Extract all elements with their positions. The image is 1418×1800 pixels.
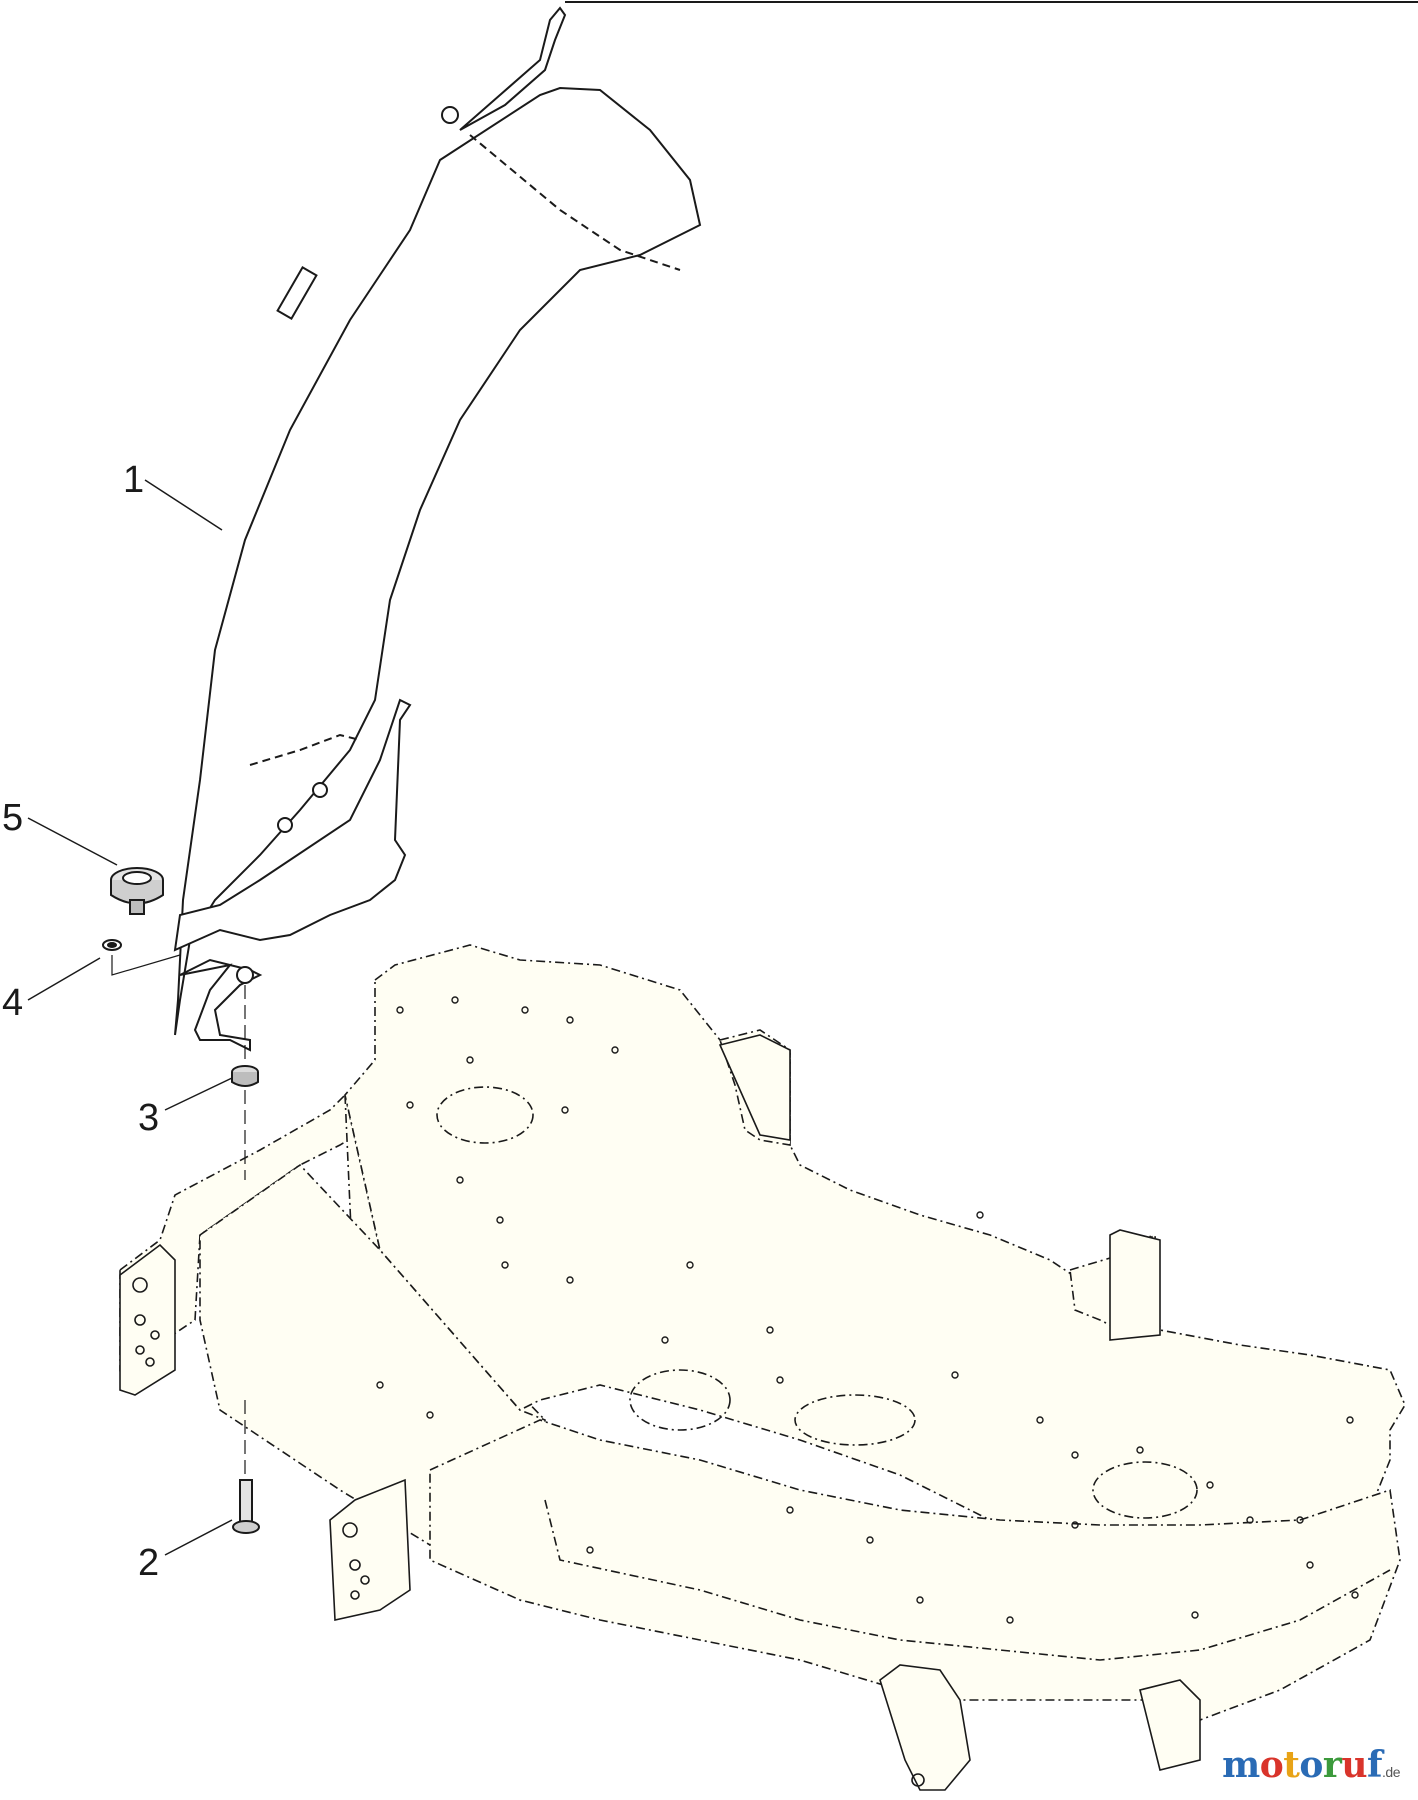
callout-label-5: 5 — [2, 797, 23, 839]
wm-tld: .de — [1382, 1764, 1400, 1780]
front-hinge-plate — [879, 1664, 971, 1791]
wm-letter-0: m — [1222, 1744, 1260, 1786]
callout-label-1: 1 — [123, 459, 144, 501]
chute-bracket-bolt-2 — [312, 782, 328, 798]
chute-mount-bracket — [173, 698, 412, 952]
wm-letter-3: o — [1299, 1744, 1323, 1786]
idler-plate — [794, 1394, 916, 1446]
discharge-chute — [173, 6, 702, 1052]
wm-letter-5: u — [1341, 1744, 1368, 1786]
chute-bracket-bolt-1 — [277, 817, 293, 833]
washer — [102, 939, 122, 951]
mower-deck — [119, 944, 1406, 1721]
deck-top-plate — [344, 944, 1406, 1591]
wm-letter-1: o — [1259, 1744, 1284, 1786]
chute-throat-line — [469, 134, 681, 271]
callout-3: 3 — [138, 1077, 233, 1139]
spindle-opening-right — [1092, 1461, 1198, 1519]
knob — [110, 867, 164, 915]
chute-bolt-top — [441, 106, 459, 124]
chute-decal — [276, 265, 318, 321]
center-mount-plate — [329, 1478, 411, 1621]
deck-front-skirt — [429, 1419, 1401, 1721]
callout-label-2: 2 — [138, 1542, 159, 1584]
chute-body — [174, 86, 702, 1036]
chute-side-curve — [249, 733, 361, 766]
wm-letter-2: t — [1283, 1744, 1300, 1786]
flange-nut — [231, 1065, 259, 1087]
chute-top-tab — [459, 6, 567, 131]
rear-bracket — [718, 1034, 1161, 1341]
callout-2: 2 — [138, 1519, 233, 1584]
deck-front-lip — [544, 1499, 1391, 1661]
callout-5: 5 — [2, 797, 118, 866]
chute-pivot-hole — [236, 966, 254, 984]
deck-left-frame — [119, 1094, 392, 1372]
deck-rivets — [376, 996, 1359, 1624]
deck-side-plates — [119, 1243, 1201, 1791]
bolt — [232, 1479, 260, 1534]
callout-label-4: 4 — [2, 982, 23, 1024]
spindle-opening-left — [436, 1086, 534, 1144]
deck-features — [436, 1086, 1198, 1519]
wm-letter-6: f — [1367, 1744, 1383, 1786]
front-hinge-plate-2 — [1139, 1679, 1201, 1771]
spindle-opening-center — [629, 1369, 731, 1431]
callout-label-3: 3 — [138, 1097, 159, 1139]
watermark-logo: motoruf.de — [1222, 1744, 1400, 1786]
callout-4: 4 — [2, 957, 101, 1024]
wm-letter-4: r — [1322, 1744, 1342, 1786]
washer-leader — [111, 954, 181, 976]
callout-1: 1 — [123, 459, 223, 531]
